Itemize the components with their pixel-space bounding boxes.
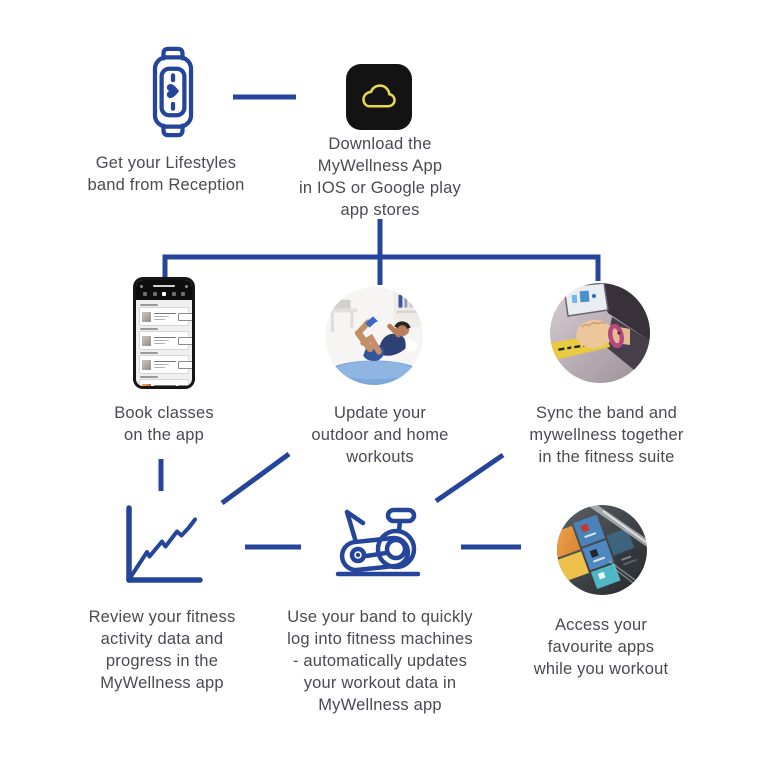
- step-label-download-app: Download the MyWellness App in IOS or Go…: [299, 135, 461, 219]
- connector-diagonal-left: [220, 451, 291, 506]
- phone-header: [136, 280, 192, 300]
- book-button-placeholder: [178, 312, 192, 321]
- step-label-review-progress: Review your fitness activity data and pr…: [88, 608, 236, 692]
- progress-chart-icon: [126, 505, 203, 583]
- step-label-update-workouts: Update your outdoor and home workouts: [311, 404, 449, 466]
- class-list-item: [139, 379, 192, 386]
- book-button-placeholder: [178, 384, 192, 386]
- phone-class-list: [136, 300, 192, 386]
- phone-screen: [136, 280, 192, 386]
- step-label-get-band: Get your Lifestyles band from Reception: [87, 154, 245, 194]
- exercise-bike-icon: [335, 507, 421, 577]
- home-workout-photo: [325, 287, 423, 385]
- connector-branch-bar: [162, 254, 601, 281]
- cloud-app-icon: [346, 64, 412, 130]
- book-button-placeholder: [178, 336, 192, 345]
- cloud-glyph: [362, 83, 396, 108]
- phone-booking-screenshot: [133, 277, 195, 389]
- fitness-band-icon: [152, 46, 194, 138]
- phone-tab-bar: [140, 292, 188, 298]
- class-list-item: [139, 355, 192, 374]
- class-list-item: [139, 331, 192, 350]
- step-label-book-classes: Book classes on the app: [114, 404, 214, 444]
- book-button-placeholder: [178, 360, 192, 369]
- equipment-touchscreen-photo: [557, 505, 647, 595]
- class-list-item: [139, 307, 192, 326]
- step-label-access-apps: Access your favourite apps while you wor…: [533, 616, 669, 678]
- step-label-log-into-machines: Use your band to quickly log into fitnes…: [287, 608, 473, 714]
- step-label-sync-band: Sync the band and mywellness together in…: [529, 404, 684, 466]
- band-sync-photo: [550, 283, 650, 383]
